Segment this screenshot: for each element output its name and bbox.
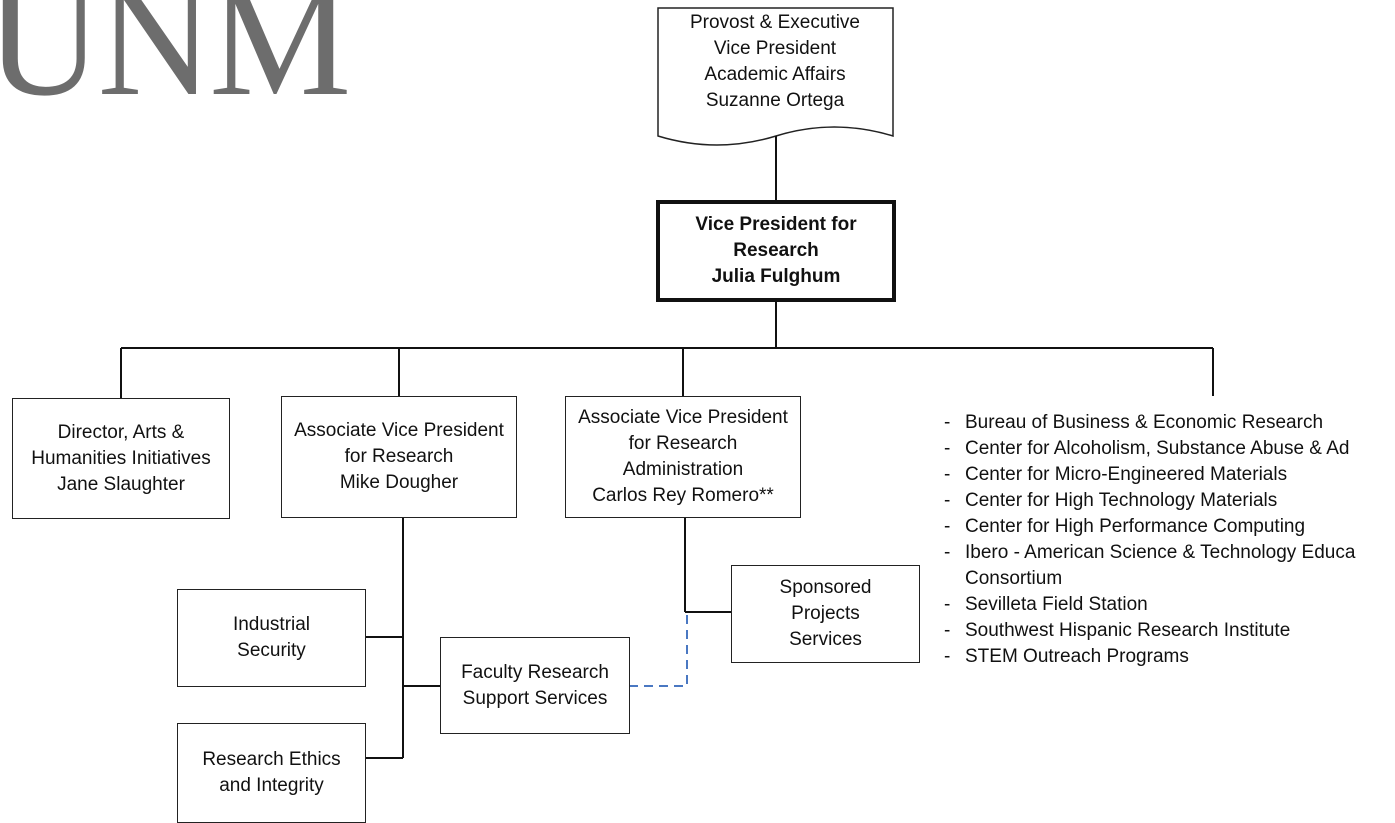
avp-research-line: Associate Vice President: [294, 420, 504, 441]
avp-admin-line: Associate Vice President: [578, 407, 788, 428]
faculty-support-line: Support Services: [462, 687, 608, 709]
avp-research-line: for Research: [344, 446, 454, 467]
sponsored-projects-box: Sponsored Projects Services: [731, 565, 920, 663]
research-units-list: Bureau of Business & Economic Research C…: [944, 410, 1355, 670]
avp-research-box: Associate Vice President for Research Mi…: [281, 396, 517, 518]
research-ethics-box: Research Ethics and Integrity: [177, 723, 366, 823]
unm-logo: UNM: [0, 0, 351, 129]
research-unit-item: Center for Alcoholism, Substance Abuse &…: [944, 436, 1355, 462]
research-ethics-line: and Integrity: [219, 775, 324, 796]
sponsored-projects-line: Projects: [791, 603, 860, 624]
avp-admin-line: Administration: [622, 459, 744, 480]
faculty-support-box: Faculty Research Support Services: [440, 637, 630, 734]
research-unit-item: STEM Outreach Programs: [944, 644, 1355, 670]
director-arts-line: Humanities Initiatives: [31, 447, 211, 469]
provost-line: Academic Affairs: [704, 64, 846, 85]
provost-line: Suzanne Ortega: [705, 90, 845, 111]
industrial-security-box: Industrial Security: [177, 589, 366, 687]
avp-research-line: Mike Dougher: [339, 472, 459, 493]
provost-line: Vice President: [713, 38, 837, 59]
vpr-box: Vice President for Research Julia Fulghu…: [656, 200, 896, 302]
vpr-line: Vice President for: [695, 214, 857, 235]
vpr-line: Research: [733, 240, 819, 261]
avp-admin-box: Associate Vice President for Research Ad…: [565, 396, 801, 518]
faculty-support-line: Faculty Research: [461, 661, 609, 683]
industrial-security-line: Security: [237, 640, 306, 661]
research-unit-item: Sevilleta Field Station: [944, 592, 1355, 618]
research-ethics-line: Research Ethics: [202, 749, 341, 770]
research-unit-item: Center for High Technology Materials: [944, 488, 1355, 514]
avp-admin-line: for Research: [628, 433, 738, 454]
vpr-line: Julia Fulghum: [711, 266, 841, 287]
provost-box: Provost & Executive Vice President Acade…: [658, 10, 892, 114]
director-arts-line: Director, Arts &: [57, 421, 185, 443]
director-arts-line: Jane Slaughter: [57, 473, 185, 495]
sponsored-projects-line: Sponsored: [779, 577, 872, 598]
research-unit-continuation: Consortium: [965, 568, 1063, 589]
research-unit-item: Ibero - American Science & Technology Ed…: [944, 540, 1355, 566]
research-unit-item: Center for Micro-Engineered Materials: [944, 462, 1355, 488]
dashed-link-faculty-support-admin: [629, 612, 688, 687]
industrial-security-line: Industrial: [232, 614, 311, 635]
research-unit-item: Bureau of Business & Economic Research: [944, 410, 1355, 436]
director-arts-box: Director, Arts & Humanities Initiatives …: [12, 398, 230, 519]
research-unit-item: Center for High Performance Computing: [944, 514, 1355, 540]
research-unit-item: Southwest Hispanic Research Institute: [944, 618, 1355, 644]
avp-admin-line: Carlos Rey Romero**: [592, 485, 774, 506]
sponsored-projects-line: Services: [789, 629, 862, 650]
provost-line: Provost & Executive: [689, 12, 861, 33]
